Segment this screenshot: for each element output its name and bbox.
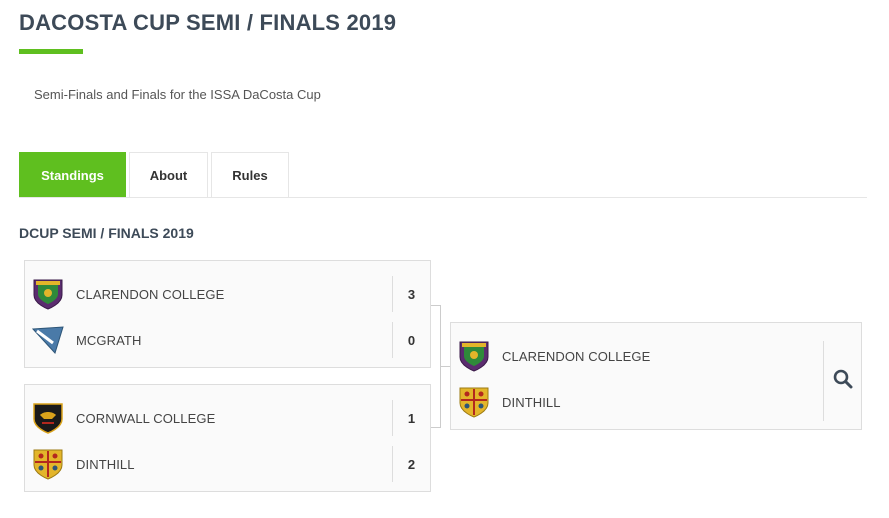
mcgrath-crest-icon (31, 323, 65, 357)
search-icon (833, 369, 853, 394)
team-score: 2 (392, 446, 430, 482)
bracket-connector-stem (441, 366, 451, 367)
team-score: 1 (392, 400, 430, 436)
dinthill-crest-icon (31, 447, 65, 481)
final-match[interactable]: CLARENDON COLLEGE DINTHILL (450, 322, 862, 430)
team-name: MCGRATH (76, 332, 142, 348)
team-name: CLARENDON COLLEGE (76, 286, 225, 302)
team-score: 3 (392, 276, 430, 312)
team-row[interactable]: DINTHILL (451, 379, 861, 425)
team-row[interactable]: CLARENDON COLLEGE (451, 333, 861, 379)
semifinal-match-1[interactable]: CLARENDON COLLEGE 3 MCGRATH 0 (24, 260, 431, 368)
tab-standings[interactable]: Standings (19, 152, 126, 198)
dinthill-crest-icon (457, 385, 491, 419)
match-details-button[interactable] (823, 341, 861, 421)
cornwall-crest-icon (31, 401, 65, 435)
team-row[interactable]: MCGRATH 0 (25, 317, 430, 363)
team-name: CLARENDON COLLEGE (502, 348, 651, 364)
semifinal-match-2[interactable]: CORNWALL COLLEGE 1 DINTHILL 2 (24, 384, 431, 492)
bracket-connector (431, 305, 441, 428)
team-score: 0 (392, 322, 430, 358)
team-name: DINTHILL (502, 394, 561, 410)
bracket-title: DCUP SEMI / FINALS 2019 (19, 225, 194, 241)
tab-rules[interactable]: Rules (211, 152, 289, 198)
team-name: CORNWALL COLLEGE (76, 410, 216, 426)
clarendon-crest-icon (31, 277, 65, 311)
page-subtitle: Semi-Finals and Finals for the ISSA DaCo… (34, 87, 321, 102)
team-row[interactable]: CLARENDON COLLEGE 3 (25, 271, 430, 317)
title-underline (19, 49, 83, 54)
team-row[interactable]: DINTHILL 2 (25, 441, 430, 487)
page-title: DACOSTA CUP SEMI / FINALS 2019 (19, 10, 397, 35)
tab-divider (19, 197, 867, 198)
tab-bar: Standings About Rules (19, 152, 292, 198)
team-row[interactable]: CORNWALL COLLEGE 1 (25, 395, 430, 441)
team-name: DINTHILL (76, 456, 135, 472)
clarendon-crest-icon (457, 339, 491, 373)
tab-about[interactable]: About (129, 152, 208, 198)
